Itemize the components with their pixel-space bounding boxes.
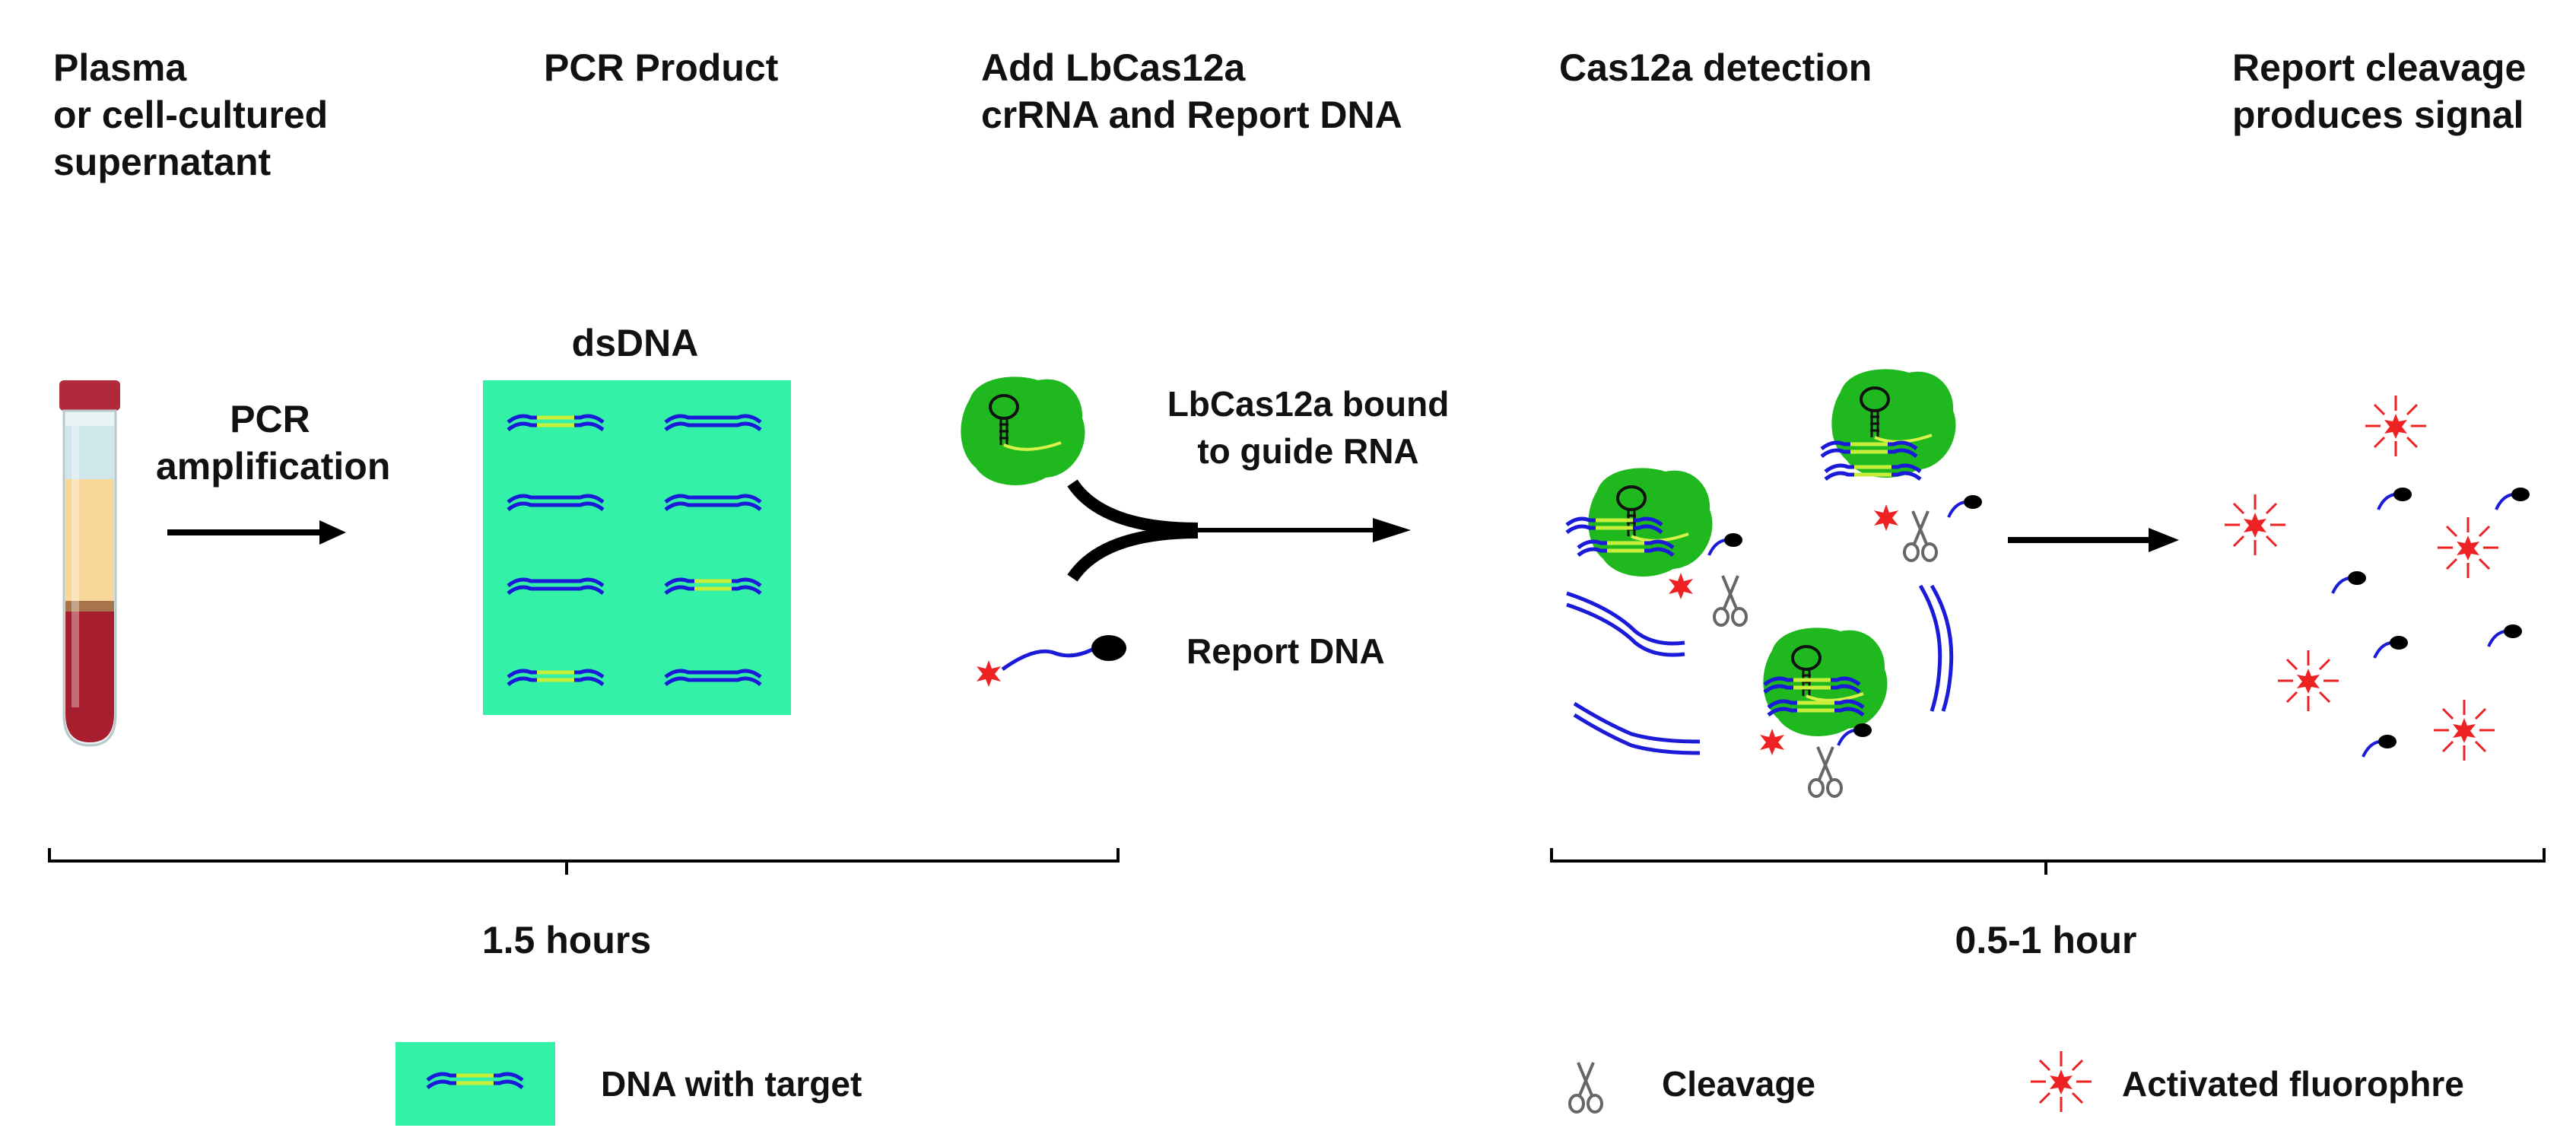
- step-pcr-product-label: PCR Product: [544, 46, 779, 89]
- sample-tube-icon: [59, 380, 120, 747]
- amplification-arrow: [167, 520, 346, 545]
- report-dna-icon: [977, 635, 1126, 687]
- legend-dna-with-target-label: DNA with target: [601, 1064, 862, 1104]
- legend-activated-fluorophore-label: Activated fluorophre: [2122, 1064, 2464, 1104]
- report-dna-label: Report DNA: [1186, 631, 1385, 671]
- dsdna-label: dsDNA: [571, 322, 699, 364]
- legend-cleavage-label: Cleavage: [1662, 1064, 1816, 1104]
- detection-cluster: [1567, 367, 1984, 798]
- cas-bound-label: LbCas12a bound to guide RNA: [1167, 384, 1450, 471]
- timeline-bracket-phase2: [1550, 848, 2546, 875]
- timeline-bracket-phase1: [48, 848, 1120, 875]
- step-sample-label: Plasma or cell-cultured supernatant: [53, 46, 329, 183]
- merge-arrow: [1067, 479, 1411, 582]
- legend-fluorophore-icon: [2029, 1050, 2093, 1114]
- step-detection-label: Cas12a detection: [1559, 46, 1872, 89]
- timeline-phase2-label: 0.5-1 hour: [1955, 919, 2137, 961]
- fluorescent-signal-cluster: [2223, 394, 2531, 762]
- cas12a-protein-icon: [959, 375, 1087, 487]
- step-report-cleavage-label: Report cleavage produces signal: [2232, 46, 2527, 136]
- signal-arrow: [2008, 528, 2179, 552]
- timeline-phase1-label: 1.5 hours: [481, 919, 652, 961]
- legend-scissors-icon: [1568, 1061, 1603, 1114]
- legend-dna-icon: [395, 1042, 555, 1126]
- pcr-amplification-label: PCR amplification: [156, 398, 391, 488]
- pcr-product-panel: [483, 380, 791, 715]
- step-add-reagents-label: Add LbCas12a crRNA and Report DNA: [981, 46, 1402, 136]
